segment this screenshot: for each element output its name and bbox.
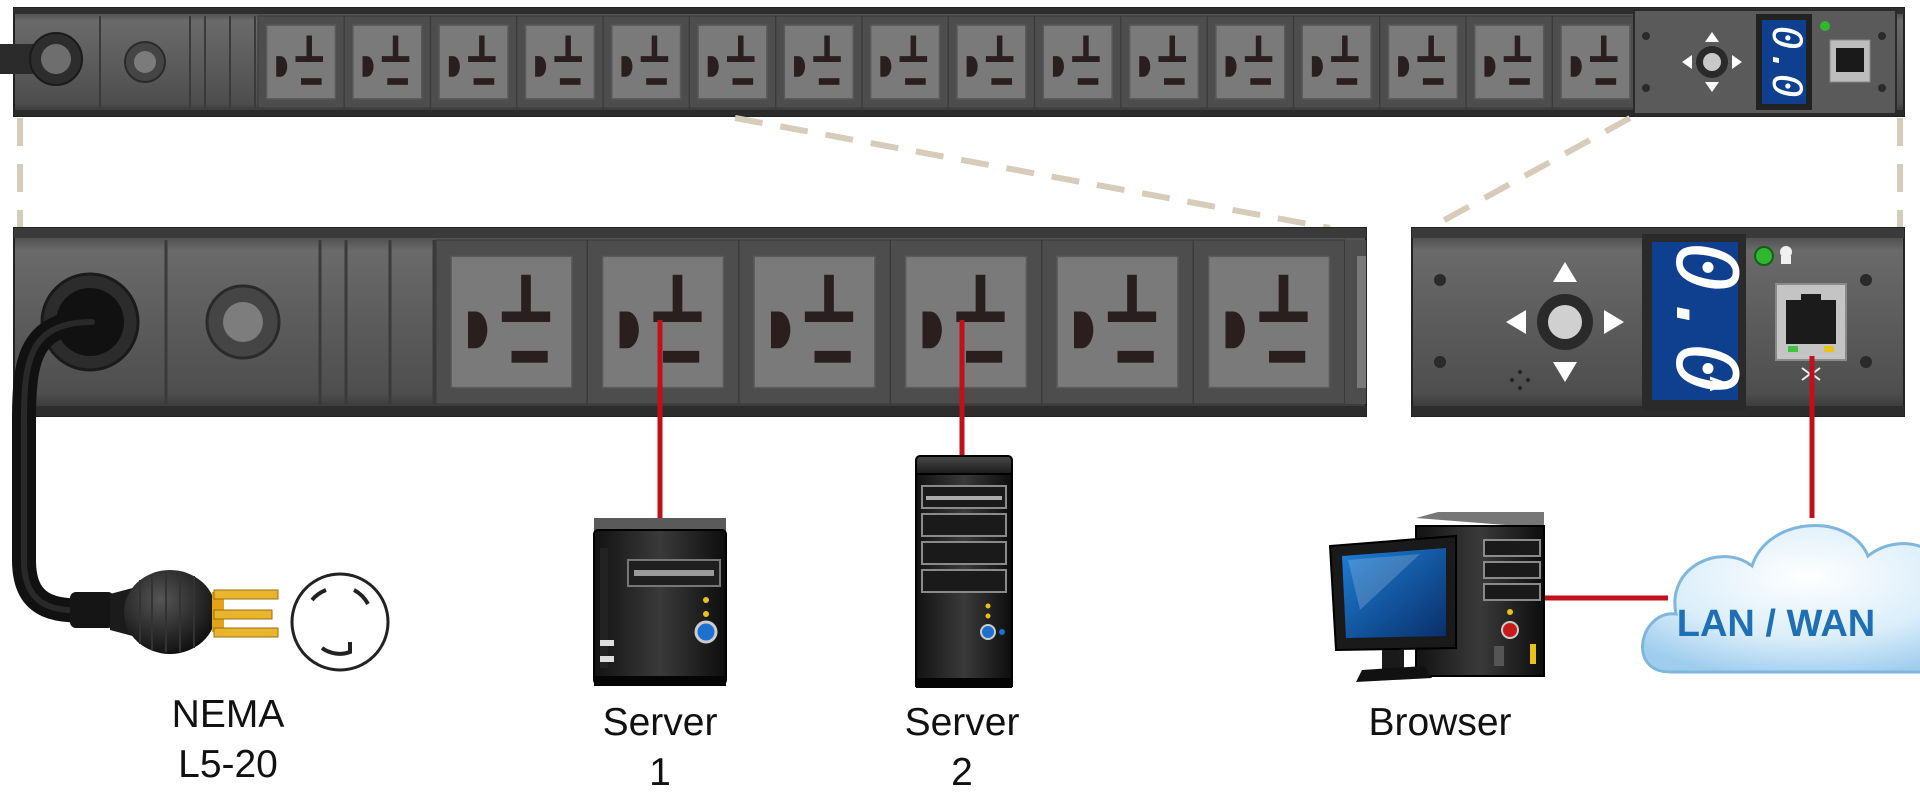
server-1-label: Server 1 xyxy=(540,698,780,798)
overview-outlet-2 xyxy=(343,15,431,109)
lan-wan-cloud: LAN / WAN xyxy=(1641,524,1920,674)
server-1-icon xyxy=(593,518,727,686)
overview-outlet-7 xyxy=(775,15,863,109)
server-2-icon xyxy=(915,455,1013,688)
overview-nav-pad xyxy=(1682,32,1742,92)
plug-prong-bottom xyxy=(213,627,279,638)
zoomed-outlets xyxy=(435,239,1366,405)
overview-outlet-15 xyxy=(1465,15,1553,109)
overview-outlet-6 xyxy=(689,15,776,109)
cloud-label: LAN / WAN xyxy=(1677,603,1875,645)
zoomed-breaker xyxy=(205,284,281,360)
overview-outlet-13 xyxy=(1293,15,1381,109)
display-unit: A xyxy=(1705,376,1730,392)
server-1-label-line-2: 1 xyxy=(649,751,671,794)
zoomed-outlet-4 xyxy=(890,239,1042,405)
overview-outlet-4 xyxy=(516,15,604,109)
zoomed-outlet-2 xyxy=(587,239,739,405)
overview-network-port xyxy=(1829,39,1871,83)
plug-label: NEMA L5-20 xyxy=(108,690,348,790)
overview-outlet-10 xyxy=(1034,15,1122,109)
sensor-icon xyxy=(1780,246,1792,264)
server-1-label-line-1: Server xyxy=(602,701,718,744)
nav-right-arrow-icon xyxy=(1604,310,1624,334)
plug-label-line-1: NEMA xyxy=(171,693,285,736)
pdu-overview: 0.0 xyxy=(0,7,1905,117)
overview-outlet-5 xyxy=(602,15,690,109)
overview-outlet-12 xyxy=(1206,15,1294,109)
plug-prong-middle xyxy=(213,609,273,620)
network-port xyxy=(1775,283,1847,361)
navigation-pad xyxy=(1506,262,1624,390)
nema-l5-20-receptacle-icon xyxy=(290,572,390,672)
nema-plug xyxy=(70,570,279,654)
browser-computer-icon xyxy=(1328,512,1545,682)
overview-outlet-8 xyxy=(861,15,949,109)
browser-label-line-1: Browser xyxy=(1368,701,1512,744)
overview-outlet-9 xyxy=(947,15,1035,109)
pdu-zoomed-control-module: 0.0 A xyxy=(1411,227,1905,417)
nav-up-arrow-icon xyxy=(1553,262,1577,282)
zoomed-outlet-5 xyxy=(1041,239,1194,405)
power-cord xyxy=(11,310,112,623)
server-2-label-line-2: 2 xyxy=(951,751,973,794)
status-led xyxy=(1754,246,1774,266)
pdu-zoomed-strip xyxy=(13,227,1367,417)
nav-left-arrow-icon xyxy=(1506,310,1526,334)
plug-label-line-2: L5-20 xyxy=(178,743,278,786)
overview-breaker xyxy=(124,41,166,83)
pc-monitor xyxy=(1328,534,1457,682)
overview-cord-inlet xyxy=(0,32,83,86)
zoomed-outlet-3 xyxy=(738,239,891,405)
overview-outlet-11 xyxy=(1120,15,1208,109)
overview-outlets xyxy=(257,15,1639,109)
current-display: 0.0 A xyxy=(1642,234,1755,410)
overview-status-led xyxy=(1820,21,1830,31)
overview-outlet-1 xyxy=(257,15,345,109)
connection-lines xyxy=(657,320,1815,601)
display-reading: 0.0 xyxy=(1657,242,1755,394)
zoomed-outlet-6 xyxy=(1193,239,1345,405)
server-2-label: Server 2 xyxy=(842,698,1082,798)
reset-pinhole-icon xyxy=(1510,370,1530,390)
overview-outlet-14 xyxy=(1379,15,1467,109)
plug-prong-top xyxy=(213,589,279,600)
overview-display-reading: 0.0 xyxy=(1763,26,1809,98)
server-2-label-line-1: Server xyxy=(904,701,1020,744)
overview-control-module: 0.0 xyxy=(1633,9,1897,115)
overview-outlet-3 xyxy=(430,15,518,109)
overview-outlet-16 xyxy=(1552,15,1639,109)
nav-down-arrow-icon xyxy=(1553,362,1577,382)
browser-label: Browser xyxy=(1320,698,1560,748)
zoomed-outlet-1 xyxy=(435,239,588,405)
zoom-guides xyxy=(17,115,1903,231)
